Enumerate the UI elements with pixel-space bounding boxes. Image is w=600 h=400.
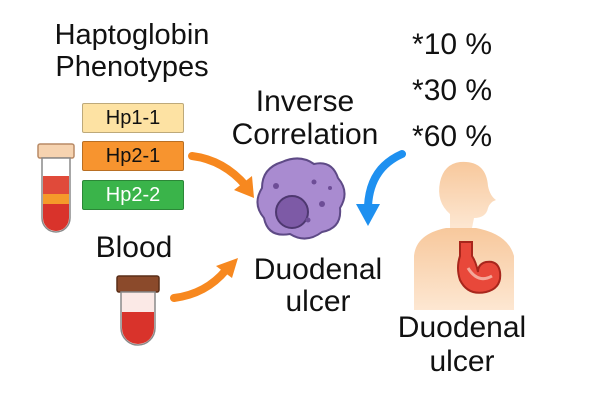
inverse-correlation-line1: Inverse — [255, 85, 355, 118]
center-ulcer-line1: Duodenal — [253, 253, 383, 286]
percentage-30: *30 % — [412, 74, 493, 107]
right-ulcer-line1: Duodenal — [397, 311, 527, 344]
blood-tube-icon — [116, 275, 160, 346]
right-ulcer-line2: ulcer — [429, 345, 495, 378]
phenotype-badge-hp11: Hp1-1 — [82, 103, 184, 133]
stomach-icon — [457, 241, 502, 294]
phenotypes-title-line2: Phenotypes — [55, 51, 209, 83]
phenotypes-title-line1: Haptoglobin — [54, 19, 210, 51]
percentage-10: *10 % — [412, 28, 493, 61]
cell-icon — [256, 157, 346, 240]
blood-label: Blood — [95, 231, 173, 264]
human-torso-icon — [414, 161, 514, 310]
inverse-correlation-line2: Correlation — [231, 118, 379, 151]
blue-arrow-icon — [356, 150, 406, 226]
phenotype-badge-hp21: Hp2-1 — [82, 141, 184, 171]
test-tube-icon — [37, 143, 75, 233]
center-ulcer-line2: ulcer — [285, 285, 351, 318]
orange-arrow-top-icon — [188, 152, 254, 198]
phenotype-badge-hp22: Hp2-2 — [82, 180, 184, 210]
percentage-60: *60 % — [412, 120, 493, 153]
orange-arrow-bottom-icon — [170, 258, 238, 302]
